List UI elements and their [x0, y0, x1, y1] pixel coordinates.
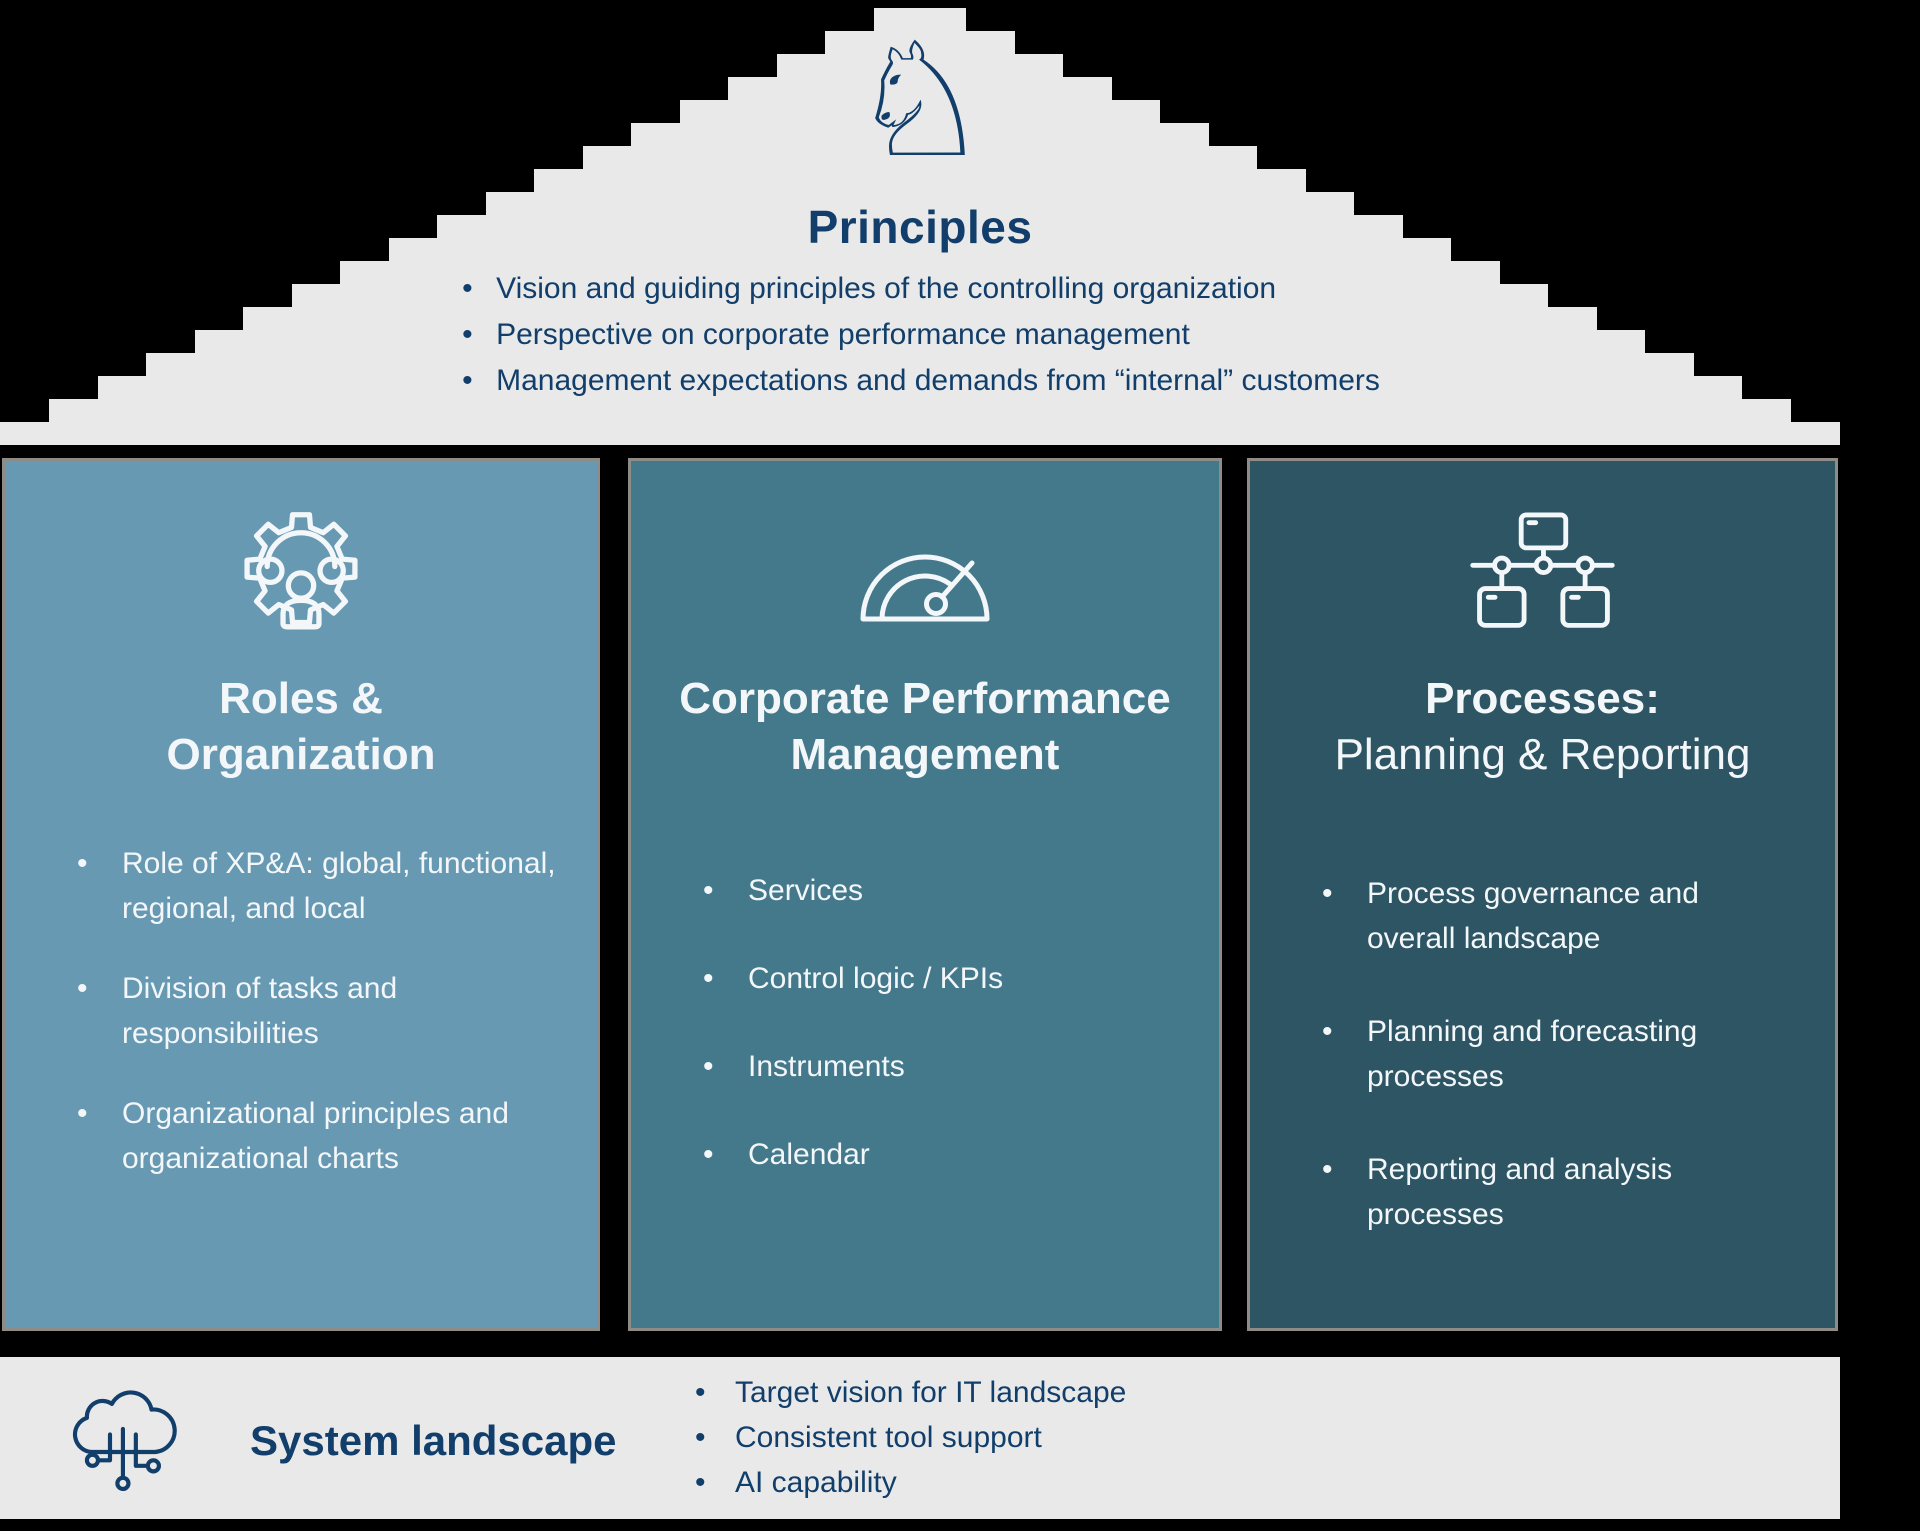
pillar-title-line1: Processes:: [1425, 674, 1660, 723]
pillar-title-line2: Management: [790, 730, 1060, 779]
pillar-processes-planning-reporting: Processes: Planning & Reporting Process …: [1247, 458, 1838, 1331]
foundation-title: System landscape: [250, 1417, 617, 1464]
pillar-bullet: Control logic / KPIs: [703, 956, 1193, 1001]
pillar-title: Roles & Organization: [5, 671, 597, 783]
pillar-title-line2: Planning & Reporting: [1334, 730, 1751, 779]
pillar-roles-organization: Roles & Organization Role of XP&A: globa…: [2, 458, 600, 1331]
pillar-title: Corporate Performance Management: [631, 671, 1219, 783]
pillar-bullet: Instruments: [703, 1044, 1193, 1089]
pillar-title-line1: Corporate Performance: [679, 674, 1171, 723]
pillar-bullet-list: Role of XP&A: global, functional, region…: [77, 841, 597, 1181]
pillar-bullet: Planning and forecasting processes: [1322, 1009, 1792, 1099]
team-gear-icon: [5, 505, 597, 645]
pillar-bullet: Services: [703, 868, 1193, 913]
pillar-bullet-list: Services Control logic / KPIs Instrument…: [703, 868, 1219, 1177]
pillar-bullet: Reporting and analysis processes: [1322, 1147, 1792, 1237]
foundation-bullet: AI capability: [695, 1460, 1126, 1505]
pillar-bullet-list: Process governance and overall landscape…: [1322, 871, 1835, 1237]
roof-bullet: Management expectations and demands from…: [460, 358, 1380, 404]
roof-bullet: Perspective on corporate performance man…: [460, 312, 1380, 358]
pillar-title-line2: Organization: [166, 730, 436, 779]
pillar-bullet: Calendar: [703, 1132, 1193, 1177]
foundation-bullet-list: Target vision for IT landscape Consisten…: [695, 1370, 1126, 1505]
roof-title: Principles: [807, 201, 1033, 253]
pillar-bullet: Organizational principles and organizati…: [77, 1091, 567, 1181]
foundation-bullet: Target vision for IT landscape: [695, 1370, 1126, 1415]
chess-knight-icon: ♘: [849, 9, 991, 193]
org-chart-icon: [1250, 505, 1835, 645]
pillar-title-line1: Roles &: [219, 674, 383, 723]
foundation-bullet: Consistent tool support: [695, 1415, 1126, 1460]
pillar-corporate-performance-management: Corporate Performance Management Service…: [628, 458, 1222, 1331]
roof-bullet: Vision and guiding principles of the con…: [460, 266, 1380, 312]
roof-bullet-list: Vision and guiding principles of the con…: [0, 266, 1840, 404]
cloud-network-icon: [62, 1379, 182, 1501]
foundation-section: System landscape Target vision for IT la…: [0, 1357, 1840, 1519]
pillar-title: Processes: Planning & Reporting: [1250, 671, 1835, 783]
gauge-icon: [631, 505, 1219, 645]
pillar-bullet: Role of XP&A: global, functional, region…: [77, 841, 567, 931]
pillar-bullet: Process governance and overall landscape: [1322, 871, 1792, 961]
pillar-bullet: Division of tasks and responsibilities: [77, 966, 567, 1056]
